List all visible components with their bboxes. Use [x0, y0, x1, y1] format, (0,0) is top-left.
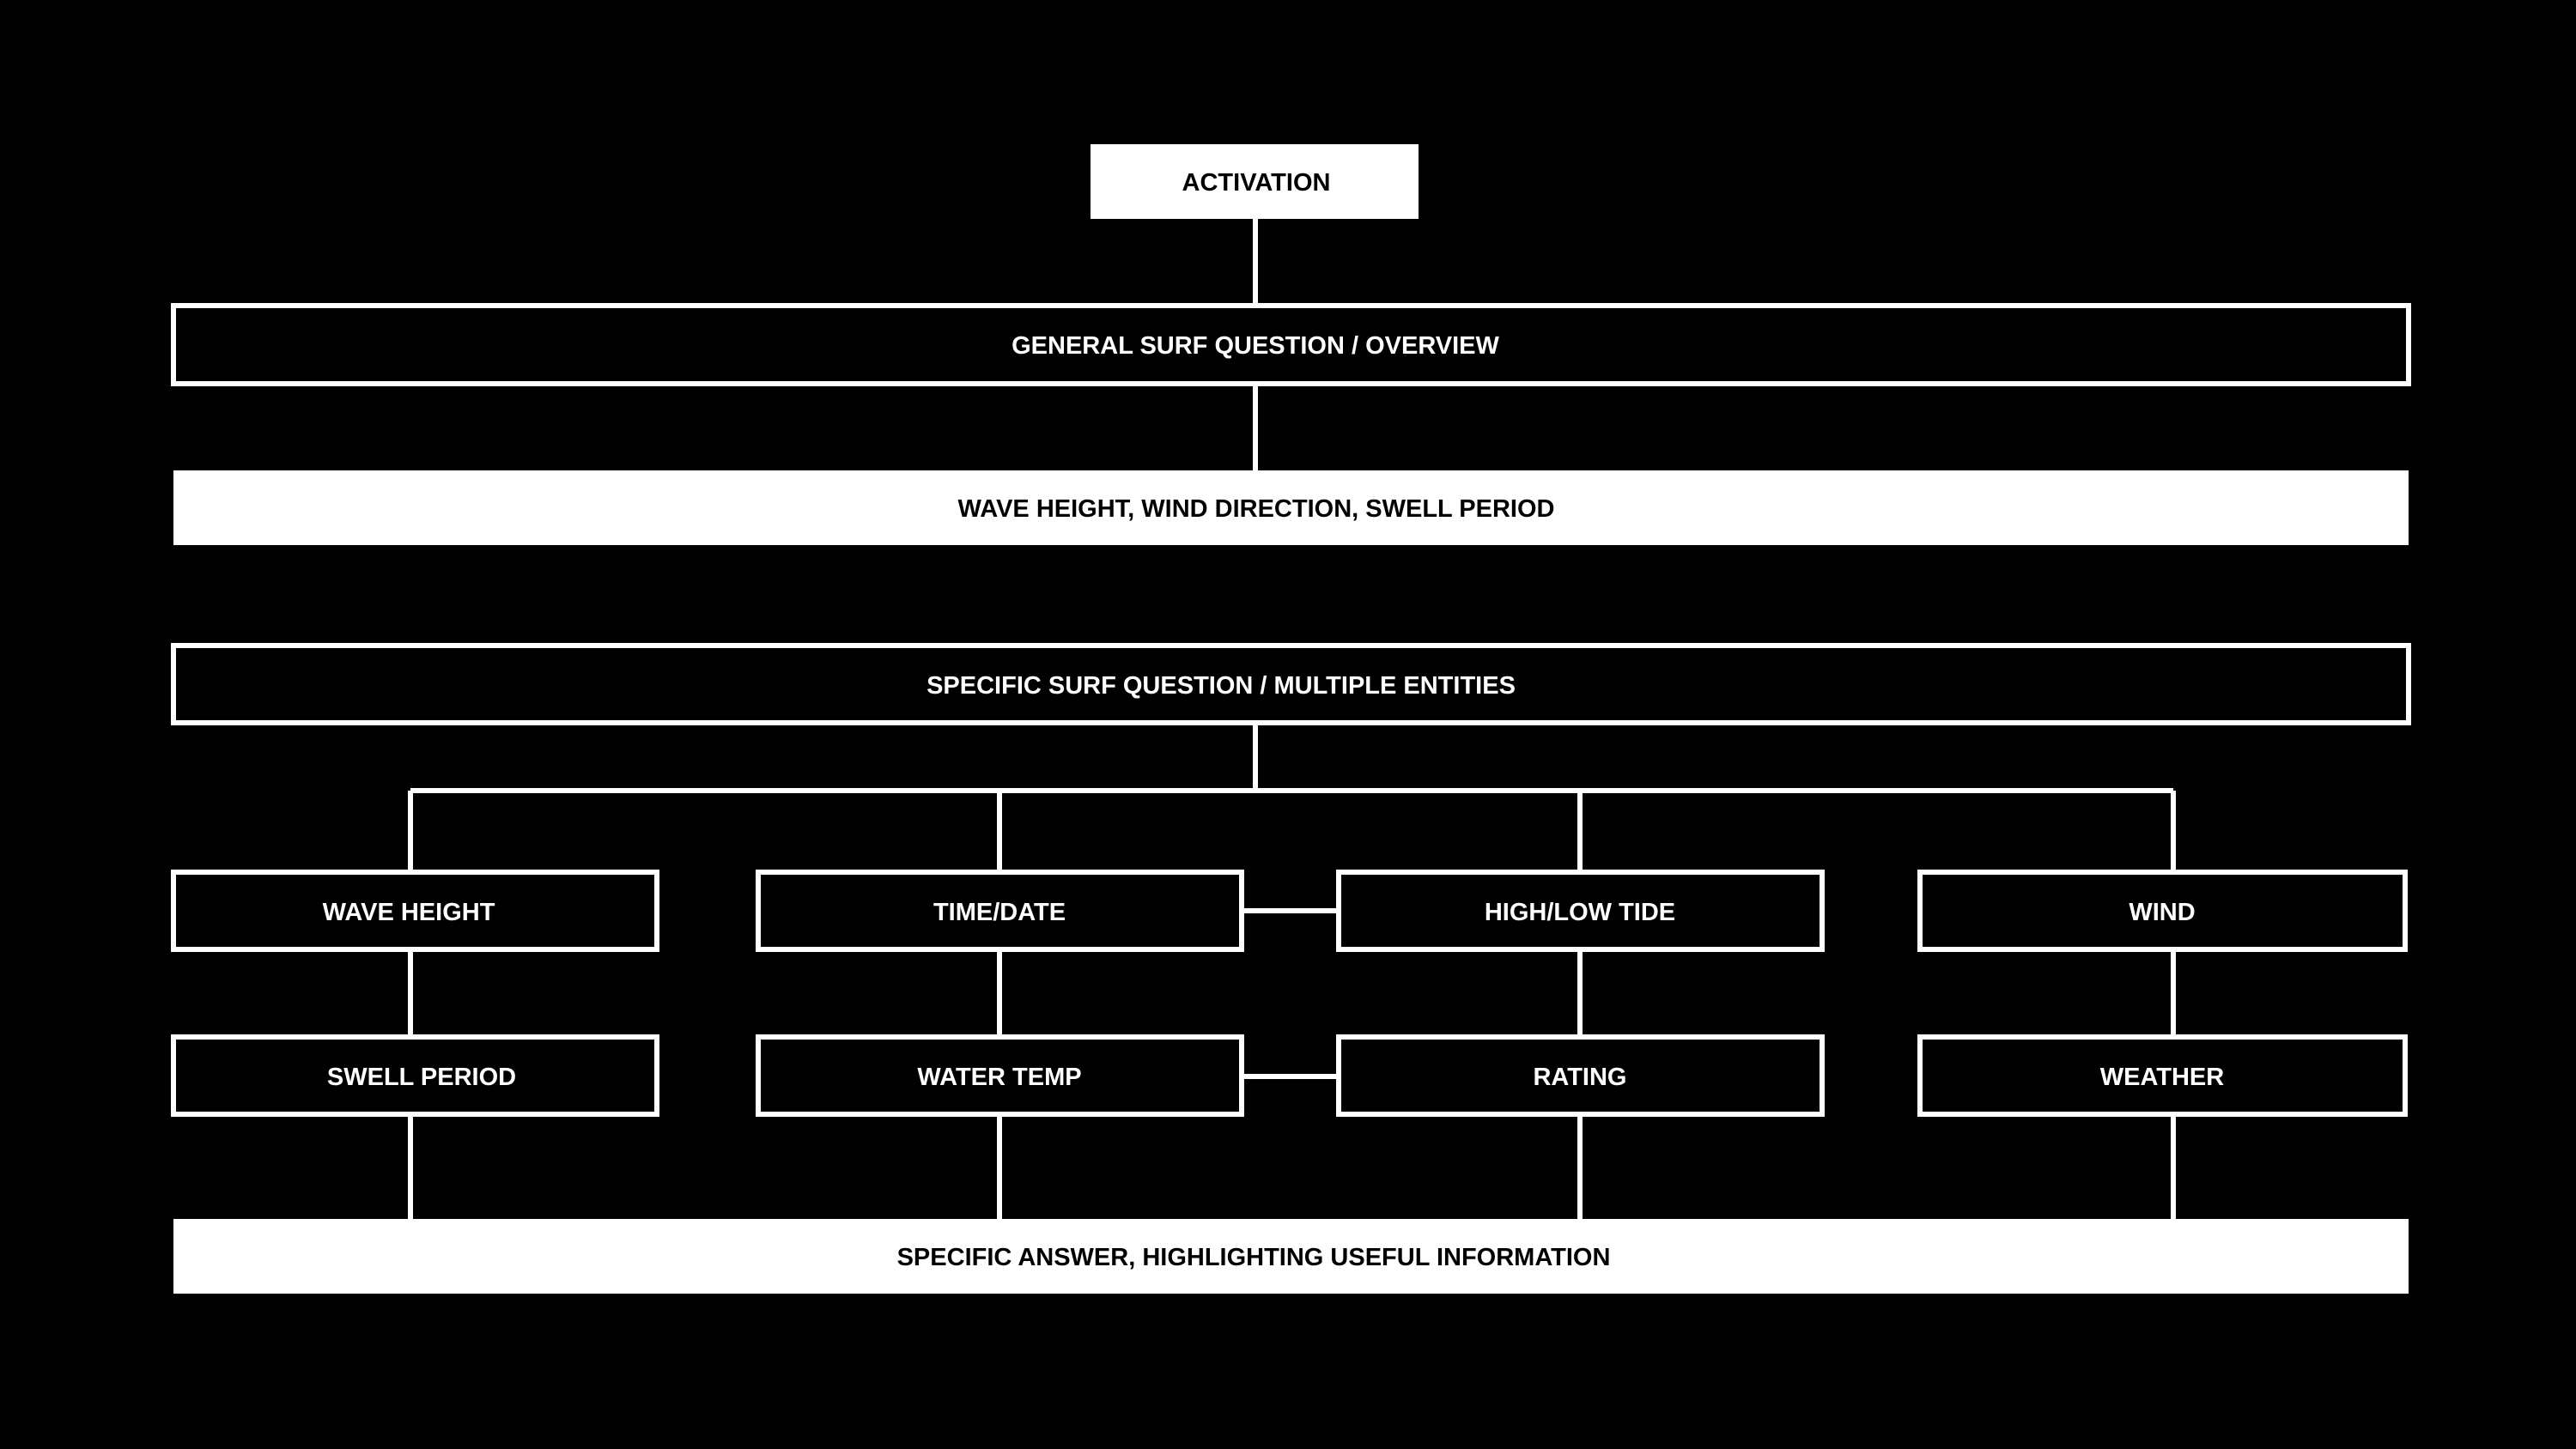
- entity-wave-height: WAVE HEIGHT: [171, 870, 659, 952]
- general-answer-node: WAVE HEIGHT, WIND DIRECTION, SWELL PERIO…: [173, 470, 2409, 545]
- entity-water-temp: WATER TEMP: [756, 1034, 1244, 1117]
- specific-answer-node: SPECIFIC ANSWER, HIGHLIGHTING USEFUL INF…: [173, 1219, 2409, 1294]
- specific-question-label: SPECIFIC SURF QUESTION / MULTIPLE ENTITI…: [927, 672, 1516, 700]
- activation-label: ACTIVATION: [1182, 169, 1331, 197]
- entity-wind: WIND: [1917, 870, 2408, 952]
- entity-high-low-tide: HIGH/LOW TIDE: [1336, 870, 1825, 952]
- high-low-tide-label: HIGH/LOW TIDE: [1485, 899, 1675, 926]
- specific-answer-label: SPECIFIC ANSWER, HIGHLIGHTING USEFUL INF…: [897, 1244, 1611, 1271]
- water-temp-label: WATER TEMP: [917, 1064, 1081, 1091]
- general-question-label: GENERAL SURF QUESTION / OVERVIEW: [1012, 332, 1499, 360]
- entity-rating: RATING: [1336, 1034, 1825, 1117]
- activation-node: ACTIVATION: [1091, 144, 1419, 219]
- weather-label: WEATHER: [2100, 1064, 2225, 1091]
- swell-period-label: SWELL PERIOD: [327, 1064, 516, 1091]
- entity-swell-period: SWELL PERIOD: [171, 1034, 659, 1117]
- entity-weather: WEATHER: [1917, 1034, 2408, 1117]
- general-question-node: GENERAL SURF QUESTION / OVERVIEW: [171, 303, 2411, 386]
- wind-label: WIND: [2129, 899, 2195, 926]
- wave-height-label: WAVE HEIGHT: [323, 899, 495, 926]
- specific-question-node: SPECIFIC SURF QUESTION / MULTIPLE ENTITI…: [171, 643, 2411, 725]
- time-date-label: TIME/DATE: [933, 899, 1066, 926]
- entity-time-date: TIME/DATE: [756, 870, 1244, 952]
- rating-label: RATING: [1533, 1064, 1626, 1091]
- general-answer-label: WAVE HEIGHT, WIND DIRECTION, SWELL PERIO…: [958, 495, 1555, 523]
